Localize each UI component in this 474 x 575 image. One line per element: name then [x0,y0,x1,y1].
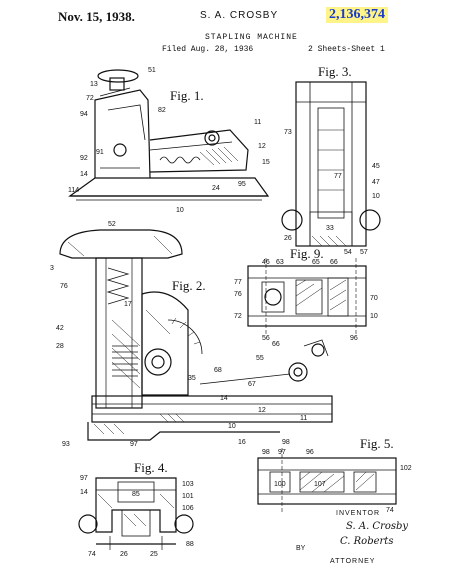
figure-3-label: Fig. 3. [318,64,352,79]
numeral: 72 [234,313,242,320]
numeral: 76 [234,291,242,298]
numeral: 102 [400,465,412,472]
numeral: 17 [124,301,132,308]
numeral: 74 [88,551,96,558]
numeral: 13 [90,81,98,88]
numeral: 93 [62,441,70,448]
figure-9: Fig. 9. [247,246,367,334]
filing-date: Filed Aug. 28, 1936 [162,45,254,54]
numeral: 92 [80,155,88,162]
patent-number: 2,136,374 [326,7,388,23]
figure-9-label: Fig. 9. [290,246,324,261]
figure-2: Fig. 2. [59,229,333,441]
numeral: 70 [370,295,378,302]
numeral: 94 [80,111,88,118]
numeral: 88 [186,541,194,548]
numeral: 66 [330,259,338,266]
numeral: 25 [150,551,158,558]
figure-1-label: Fig. 1. [170,88,204,103]
numeral: 26 [120,551,128,558]
numeral: 14 [80,489,88,496]
numeral: 55 [256,355,264,362]
numeral: 68 [214,367,222,374]
numeral: 114 [68,187,79,194]
numeral: 14 [220,395,228,402]
numeral: 3 [50,265,54,272]
numeral: 100 [274,481,286,488]
figure-4-label: Fig. 4. [134,460,168,475]
numeral: 97 [80,475,88,482]
numeral: 28 [56,343,64,350]
numeral: 76 [60,283,68,290]
patent-date: Nov. 15, 1938. [58,9,135,24]
numeral: 46 [262,259,270,266]
numeral: 95 [238,181,246,188]
numeral: 97 [278,449,286,456]
numeral: 10 [370,313,378,320]
numeral: 77 [334,173,342,180]
numeral: 103 [182,481,194,488]
numeral: 12 [258,407,266,414]
numeral: 10 [372,193,380,200]
attorney-signature: C. Roberts [340,536,394,547]
numeral: 98 [282,439,290,446]
numeral: 10 [176,207,184,214]
numeral: 101 [182,493,194,500]
numeral: 54 [344,249,352,256]
numeral: 96 [350,335,358,342]
numeral: 98 [262,449,270,456]
figure-2-label: Fig. 2. [172,278,206,293]
patent-title: STAPLING MACHINE [205,33,298,42]
numeral: 65 [312,259,320,266]
numeral: 12 [258,143,266,150]
numeral: 96 [306,449,314,456]
numeral: 77 [234,279,242,286]
figure-5: Fig. 5. [257,436,397,512]
numeral: 42 [56,325,64,332]
inventor-signature: S. A. Crosby [346,521,409,532]
numeral: 47 [372,179,380,186]
numeral: 16 [238,439,246,446]
numeral: 10 [228,423,236,430]
numeral: 11 [254,119,261,126]
numeral: 14 [80,171,88,178]
figure-4: Fig. 4. [78,460,194,550]
numeral: 57 [360,249,368,256]
numeral: 51 [148,67,156,74]
numeral: 35 [188,375,196,382]
inventor-label: INVENTOR [336,510,381,517]
numeral: 85 [132,491,140,498]
numeral: 26 [284,235,292,242]
numeral: 73 [284,129,292,136]
attorney-label: ATTORNEY [330,558,376,565]
numeral: 52 [108,221,116,228]
numeral: 24 [212,185,220,192]
numeral: 97 [130,441,138,448]
numeral: 15 [262,159,270,166]
numeral: 107 [314,481,326,488]
inventor-name: S. A. CROSBY [200,10,279,21]
numeral: 33 [326,225,334,232]
figure-5-label: Fig. 5. [360,436,394,451]
numeral: 66 [272,341,280,348]
numeral: 56 [262,335,270,342]
numeral: 91 [96,149,104,156]
numeral: 72 [86,95,94,102]
numeral: 106 [182,505,194,512]
numeral: 67 [248,381,256,388]
figure-3: Fig. 3. [281,64,381,247]
numeral: 11 [300,415,307,422]
reference-numerals: 51 13 72 94 92 14 114 10 11 12 15 95 24 … [50,67,412,558]
numeral: 63 [276,259,284,266]
numeral: 45 [372,163,380,170]
numeral: 74 [386,507,394,514]
figure-1: Fig. 1. [68,69,270,201]
numeral: 82 [158,107,166,114]
by-label: BY [296,545,306,552]
sheet-count: 2 Sheets-Sheet 1 [308,45,385,54]
